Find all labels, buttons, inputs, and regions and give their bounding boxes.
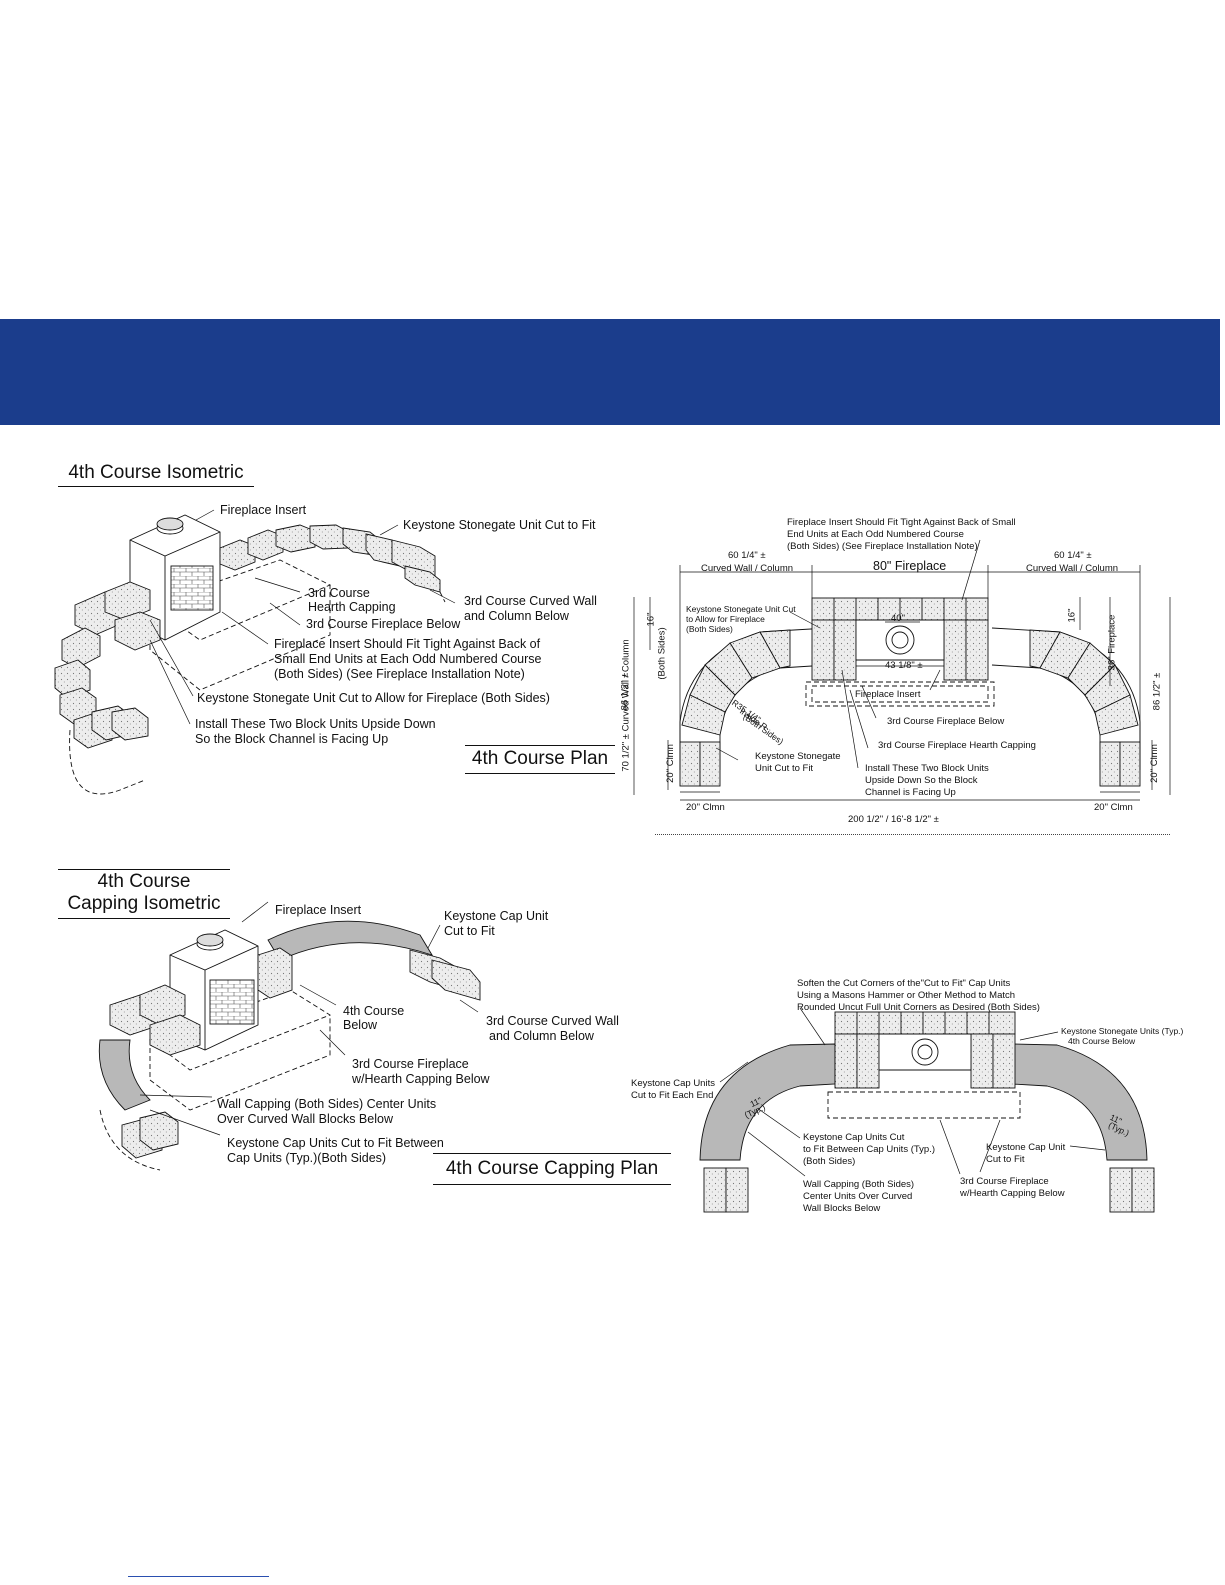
iso4-drawing [54, 509, 456, 795]
plan4-dim-16-right: 16" [1066, 608, 1078, 623]
capiso-fireplace-insert: Fireplace Insert [275, 903, 362, 917]
capiso-title-line1: 4th Course [97, 871, 191, 892]
plan4-dim-left-width-1: 60 1/4" ± [728, 550, 766, 561]
plan4-dim-clmn-v-right: 20" Clmn [1148, 744, 1160, 783]
plan4-dim-overall: 200 1/2" / 16'-8 1/2" ± [848, 814, 939, 825]
capplan-soften-2: Using a Masons Hammer or Other Method to… [797, 990, 1016, 1001]
iso4-fireplace-insert: Fireplace Insert [220, 503, 307, 517]
section-separator [655, 834, 1170, 835]
capplan-wallcap-2: Center Units Over Curved [803, 1191, 913, 1202]
iso4-tight-1: Fireplace Insert Should Fit Tight Agains… [274, 637, 541, 651]
iso4-hearth-capping-2: Hearth Capping [308, 600, 396, 614]
iso4-fireplace-below: 3rd Course Fireplace Below [306, 617, 461, 631]
plan4-fireplace-insert: Fireplace Insert [855, 689, 921, 700]
plan4-fireplace-below: 3rd Course Fireplace Below [887, 716, 1005, 727]
plan4-dim-height-right: 86 1/2" ± [1151, 672, 1163, 711]
plan4-hearth-capping: 3rd Course Fireplace Hearth Capping [878, 740, 1036, 751]
plan4-dim-43: 43 1/8" ± [885, 660, 923, 671]
footer-link-underline[interactable] [128, 1576, 269, 1577]
plan4-install-2: Upside Down So the Block [865, 775, 978, 786]
plan4-dim-40: 40" [891, 613, 905, 624]
plan4-title-rule [465, 773, 615, 774]
plan4-allow-1: Keystone Stonegate Unit Cut [686, 604, 796, 614]
plan4-stonegate-2: Unit Cut to Fit [755, 763, 814, 774]
capplan-title-rule-top [433, 1153, 671, 1154]
plan4-title-rule-top [465, 745, 615, 746]
plan4-drawing [633, 539, 1171, 801]
capplan-fireplace-2: w/Hearth Capping Below [960, 1188, 1065, 1199]
plan4-dim-right-width-1: 60 1/4" ± [1054, 550, 1092, 561]
plan4-dim-clmn-h-left: 20" Clmn [686, 802, 725, 813]
capplan-wallcap-1: Wall Capping (Both Sides) [803, 1179, 915, 1190]
iso4-tight-3: (Both Sides) (See Fireplace Installation… [274, 667, 525, 681]
iso4-stonegate-cut-fit: Keystone Stonegate Unit Cut to Fit [403, 518, 596, 532]
capiso-between-2: Cap Units (Typ.)(Both Sides) [227, 1151, 387, 1165]
capiso-title-rule [58, 918, 230, 919]
plan4-top-2: End Units at Each Odd Numbered Course [787, 529, 964, 540]
iso4-hearth-capping-1: 3rd Course [308, 586, 370, 600]
capiso-below-2: Below [343, 1018, 378, 1032]
banner-edge [1220, 319, 1225, 425]
plan4-dim-16-left: 16" [645, 612, 657, 627]
capplan-soften-1: Soften the Cut Corners of the"Cut to Fit… [797, 978, 1011, 989]
capplan-soften-3: Rounded Uncut Full Unit Corners as Desir… [797, 1002, 1040, 1013]
plan4-title: 4th Course Plan [471, 748, 609, 769]
capplan-between-1: Keystone Cap Units Cut [803, 1132, 905, 1143]
iso4-curved-wall-1: 3rd Course Curved Wall [464, 594, 597, 608]
plan4-stonegate-1: Keystone Stonegate [755, 751, 841, 762]
plan4-allow-3: (Both Sides) [686, 624, 733, 634]
capplan-capends-1: Keystone Cap Units [631, 1078, 715, 1089]
header-banner [0, 319, 1225, 425]
plan4-dim-left-width-2: Curved Wall / Column [701, 563, 794, 574]
capiso-curved-1: 3rd Course Curved Wall [486, 1014, 619, 1028]
capplan-stonegate-2: 4th Course Below [1068, 1036, 1136, 1046]
plan4-dim-wall-height-2: (Both Sides) [656, 627, 668, 680]
iso4-curved-wall-2: and Column Below [464, 609, 569, 623]
capiso-wallcap-2: Over Curved Wall Blocks Below [217, 1112, 393, 1126]
capplan-title-rule [433, 1184, 671, 1185]
capplan-stonegate-1: Keystone Stonegate Units (Typ.) [1061, 1026, 1184, 1036]
plan4-allow-2: to Allow for Fireplace [686, 614, 765, 624]
plan4-install-1: Install These Two Block Units [865, 763, 989, 774]
iso4-title-rule [58, 486, 254, 487]
plan4-dim-right-width-2: Curved Wall / Column [1026, 563, 1119, 574]
plan4-install-3: Channel is Facing Up [865, 787, 956, 798]
capiso-title-line2: Capping Isometric [67, 893, 221, 914]
capiso-curved-2: and Column Below [489, 1029, 594, 1043]
iso4-upside-1: Install These Two Block Units Upside Dow… [195, 717, 436, 731]
iso4-upside-2: So the Block Channel is Facing Up [195, 732, 389, 746]
capiso-below-1: 4th Course [343, 1004, 405, 1018]
plan4-dim-wall-height-1: 70 1/2" ± Curved Wall / Column [620, 639, 632, 772]
capplan-fireplace-1: 3rd Course Fireplace [960, 1176, 1049, 1187]
capiso-wallcap-1: Wall Capping (Both Sides) Center Units [217, 1097, 437, 1111]
plan4-top-1: Fireplace Insert Should Fit Tight Agains… [787, 517, 1016, 528]
iso4-title: 4th Course Isometric [68, 462, 244, 483]
capplan-between-3: (Both Sides) [803, 1156, 856, 1167]
capplan-drawing [699, 1007, 1155, 1213]
plan4-dim-36-fireplace: 36" Fireplace [1106, 614, 1118, 671]
capplan-capends-2: Cut to Fit Each End [631, 1090, 714, 1101]
plan4-dim-clmn-v-left: 20" Clmn [664, 744, 676, 783]
capplan-wallcap-3: Wall Blocks Below [803, 1203, 881, 1214]
capiso-title-rule-top [58, 869, 230, 870]
capiso-cap-unit-1: Keystone Cap Unit [444, 909, 549, 923]
capplan-between-2: to Fit Between Cap Units (Typ.) [803, 1144, 935, 1155]
plan4-dim-clmn-h-right: 20" Clmn [1094, 802, 1133, 813]
capiso-fireplace-2: w/Hearth Capping Below [352, 1072, 490, 1086]
plan4-top-3: (Both Sides) (See Fireplace Installation… [787, 541, 978, 552]
capiso-cap-unit-2: Cut to Fit [444, 924, 495, 938]
capplan-capunit-2: Cut to Fit [986, 1154, 1025, 1165]
capplan-title: 4th Course Capping Plan [445, 1158, 659, 1179]
capiso-between-1: Keystone Cap Units Cut to Fit Between [227, 1136, 444, 1150]
iso4-cut-allow: Keystone Stonegate Unit Cut to Allow for… [197, 691, 550, 705]
plan4-dim-fireplace-width: 80" Fireplace [873, 559, 947, 573]
capiso-drawing [98, 901, 481, 1171]
iso4-tight-2: Small End Units at Each Odd Numbered Cou… [274, 652, 542, 666]
capplan-capunit-1: Keystone Cap Unit [986, 1142, 1066, 1153]
capiso-fireplace-1: 3rd Course Fireplace [352, 1057, 469, 1071]
